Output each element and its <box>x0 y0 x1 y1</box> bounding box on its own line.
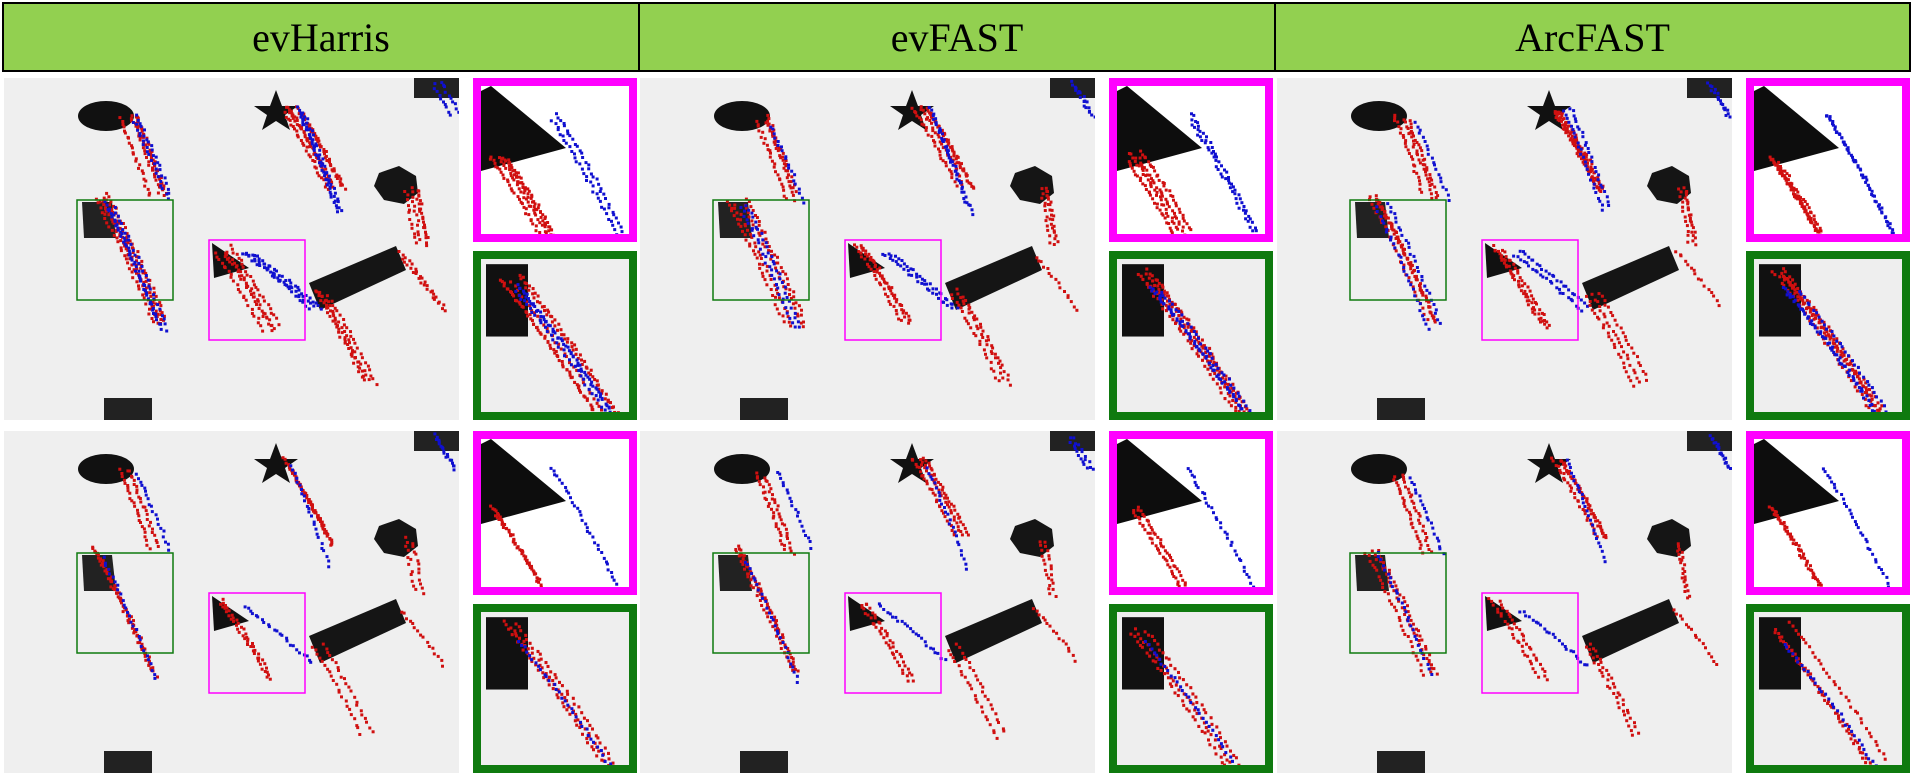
scene-panel <box>640 431 1095 773</box>
zoom-inset-magenta <box>1746 431 1910 595</box>
column-header-evfast: evFAST <box>638 2 1276 72</box>
zoom-inset-green <box>1746 251 1910 420</box>
inset-marker-magenta <box>844 239 942 341</box>
column-header-label: ArcFAST <box>1515 14 1670 60</box>
inset-marker-green <box>712 199 810 301</box>
zoom-image <box>1117 86 1265 234</box>
inset-marker-green <box>1349 552 1447 654</box>
scene-shapes <box>714 78 1095 420</box>
zoom-image <box>1117 439 1265 587</box>
zoom-image <box>481 439 629 587</box>
column-header-label: evHarris <box>252 14 390 60</box>
scene-panel <box>4 78 459 420</box>
column-header-arcfast: ArcFAST <box>1274 2 1911 72</box>
inset-marker-green <box>712 552 810 654</box>
zoom-inset-green <box>1109 251 1273 420</box>
scene-image <box>640 78 1095 420</box>
scene-panel <box>640 78 1095 420</box>
zoom-image <box>1117 612 1265 765</box>
inset-marker-green <box>76 552 174 654</box>
scene-image <box>4 78 459 420</box>
zoom-inset-magenta <box>473 78 637 242</box>
zoom-inset-green <box>1109 604 1273 773</box>
zoom-inset-magenta <box>1109 431 1273 595</box>
zoom-image <box>1754 439 1902 587</box>
inset-marker-magenta <box>208 592 306 694</box>
scene-image <box>1277 78 1732 420</box>
zoom-image <box>1754 86 1902 234</box>
inset-marker-magenta <box>1481 592 1579 694</box>
scene-shapes <box>1351 78 1732 420</box>
column-header-label: evFAST <box>890 14 1024 60</box>
zoom-image <box>481 86 629 234</box>
scene-image <box>1277 431 1732 773</box>
zoom-inset-magenta <box>1109 78 1273 242</box>
column-header-evharris: evHarris <box>2 2 640 72</box>
inset-marker-magenta <box>1481 239 1579 341</box>
zoom-inset-green <box>1746 604 1910 773</box>
scene-panel <box>1277 431 1732 773</box>
zoom-inset-green <box>473 251 637 420</box>
inset-marker-magenta <box>844 592 942 694</box>
zoom-image <box>481 259 629 412</box>
inset-marker-green <box>1349 199 1447 301</box>
inset-marker-magenta <box>208 239 306 341</box>
zoom-image <box>481 612 629 765</box>
scene-image <box>4 431 459 773</box>
scene-image <box>640 431 1095 773</box>
zoom-inset-magenta <box>1746 78 1910 242</box>
zoom-image <box>1754 612 1902 765</box>
scene-shapes <box>714 431 1095 773</box>
inset-marker-green <box>76 199 174 301</box>
scene-panel <box>4 431 459 773</box>
scene-panel <box>1277 78 1732 420</box>
zoom-image <box>1117 259 1265 412</box>
zoom-inset-green <box>473 604 637 773</box>
zoom-inset-magenta <box>473 431 637 595</box>
zoom-image <box>1754 259 1902 412</box>
